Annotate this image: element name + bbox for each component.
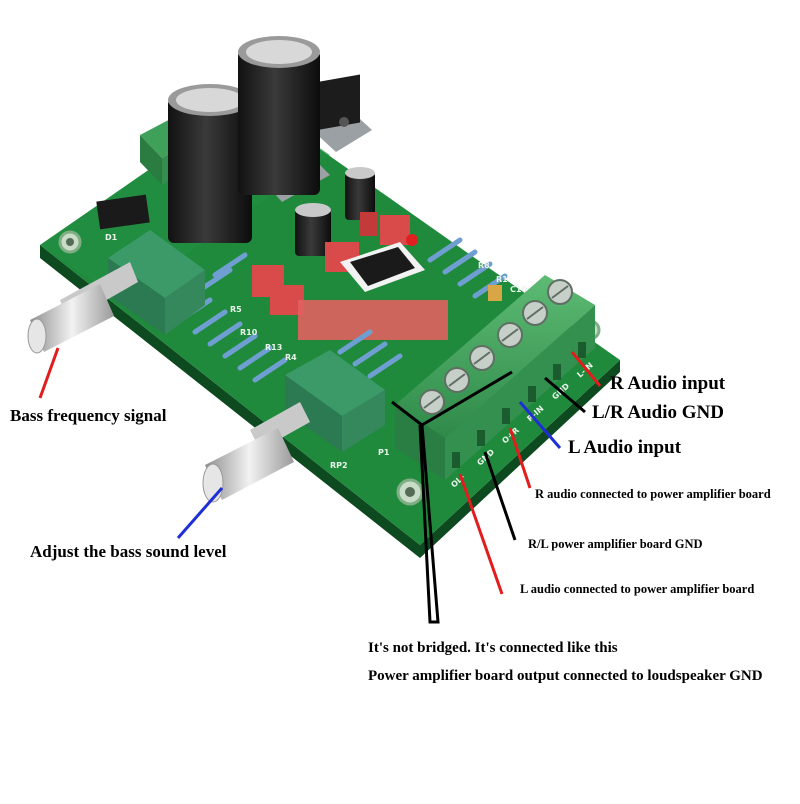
line-r-input (570, 351, 602, 387)
silk-rp2: RP2 (330, 461, 348, 470)
line-rl-amp-gnd (483, 451, 517, 541)
line-r-amp (508, 427, 532, 489)
label-adjust-bass: Adjust the bass sound level (30, 542, 227, 561)
line-bass-frequency (38, 347, 60, 399)
silk-r5: R5 (230, 305, 242, 314)
label-l-audio-input: L Audio input (568, 437, 682, 458)
line-lr-gnd (544, 376, 586, 414)
silk-r10: R10 (240, 328, 258, 337)
potentiometer-frequency (27, 230, 205, 354)
regulator-chip (96, 194, 150, 230)
label-bass-frequency: Bass frequency signal (10, 406, 167, 425)
label-l-audio-amp: L audio connected to power amplifier boa… (520, 582, 755, 596)
label-rl-amp-gnd: R/L power amplifier board GND (528, 537, 703, 551)
bridge-bracket (391, 400, 440, 624)
line-adjust-bass (176, 487, 224, 539)
screw-terminal-block (395, 275, 595, 480)
op-amp-chip (340, 242, 425, 292)
silk-r1: R1 (496, 275, 508, 284)
label-amp-output-gnd: Power amplifier board output connected t… (368, 668, 763, 684)
silk-r4: R4 (285, 353, 297, 362)
filter-capacitors (168, 36, 375, 256)
potentiometer-level (202, 350, 385, 503)
silk-c10: C10 (510, 285, 527, 294)
silk-d1: D1 (105, 233, 118, 242)
power-led (406, 234, 418, 246)
label-r-audio-input: R Audio input (610, 373, 726, 394)
silk-r8: R8 (478, 261, 490, 270)
resistor-labels: R10 R13 R4 R5 R8 R1 C10 (230, 261, 527, 362)
label-lr-audio-gnd: L/R Audio GND (592, 402, 724, 423)
line-l-input (518, 401, 562, 449)
film-capacitors (252, 212, 448, 340)
line-l-amp (458, 473, 504, 595)
silk-p1: P1 (378, 448, 390, 457)
label-r-audio-amp: R audio connected to power amplifier boa… (535, 487, 771, 501)
label-not-bridged: It's not bridged. It's connected like th… (368, 640, 618, 656)
annotation-lines (38, 347, 602, 624)
silk-r13: R13 (265, 343, 282, 352)
ceramic-capacitor (488, 285, 502, 301)
